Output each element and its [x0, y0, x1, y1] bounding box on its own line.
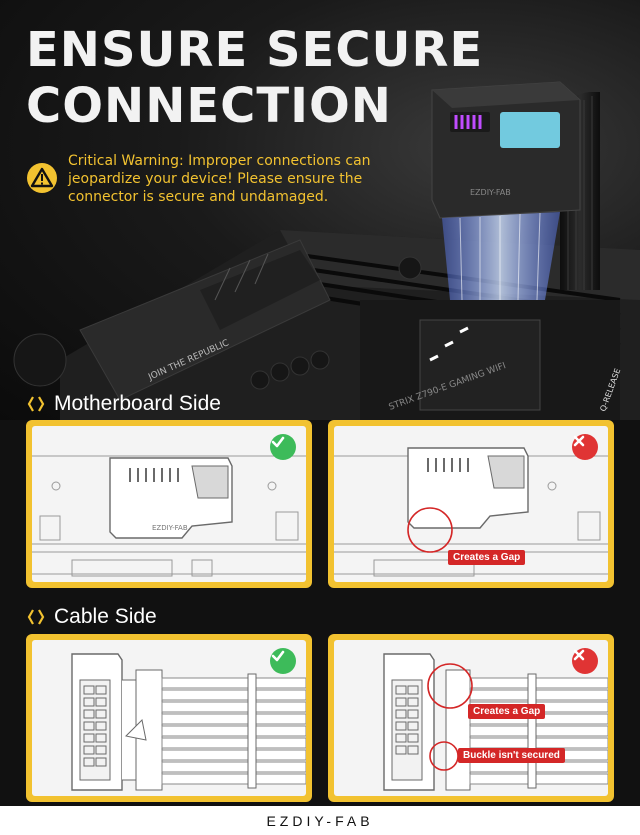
motherboard-correct-illustration: EZDIY-FAB: [32, 455, 306, 577]
headline-line-2: CONNECTION: [26, 78, 392, 134]
headline-line-1: ENSURE SECURE: [26, 22, 484, 78]
panel-motherboard-correct: EZDIY-FAB: [26, 420, 312, 588]
bracket-icon: [27, 609, 45, 625]
cable-correct-illustration: [71, 653, 306, 791]
warning-triangle-icon: [27, 163, 57, 193]
section-title-motherboard-text: Motherboard Side: [54, 392, 221, 415]
check-icon: [270, 434, 296, 460]
warning-text: Critical Warning: Improper connections c…: [68, 153, 371, 205]
cross-icon: [572, 648, 598, 674]
footer-brand: EZDIY-FAB: [266, 812, 374, 829]
cross-icon: [572, 434, 598, 460]
motherboard-scene: JOIN THE REPUBLIC STRIX Z790-E GAMING WI…: [13, 81, 640, 420]
section-title-cable: Cable Side: [26, 605, 157, 629]
connector-brand-text: EZDIY-FAB: [470, 188, 511, 197]
headline: ENSURE SECURE CONNECTION: [26, 22, 483, 134]
section-title-motherboard: Motherboard Side: [26, 392, 221, 416]
panel-motherboard-incorrect: Creates a Gap: [328, 420, 614, 588]
panel-brand-text: EZDIY-FAB: [152, 524, 188, 532]
panel-cable-incorrect: Creates a Gap Buckle isn't secured: [328, 634, 614, 802]
bracket-icon: [27, 396, 45, 412]
creates-gap-label: Creates a Gap: [448, 550, 526, 565]
check-icon: [270, 648, 296, 674]
hero-section: JOIN THE REPUBLIC STRIX Z790-E GAMING WI…: [0, 0, 640, 420]
critical-warning: Critical Warning: Improper connections c…: [26, 152, 406, 206]
creates-gap-label: Creates a Gap: [468, 704, 546, 719]
panel-cable-correct: [26, 634, 312, 802]
footer: EZDIY-FAB: [0, 806, 640, 835]
buckle-not-secured-label: Buckle isn't secured: [458, 748, 565, 763]
section-title-cable-text: Cable Side: [54, 605, 157, 628]
